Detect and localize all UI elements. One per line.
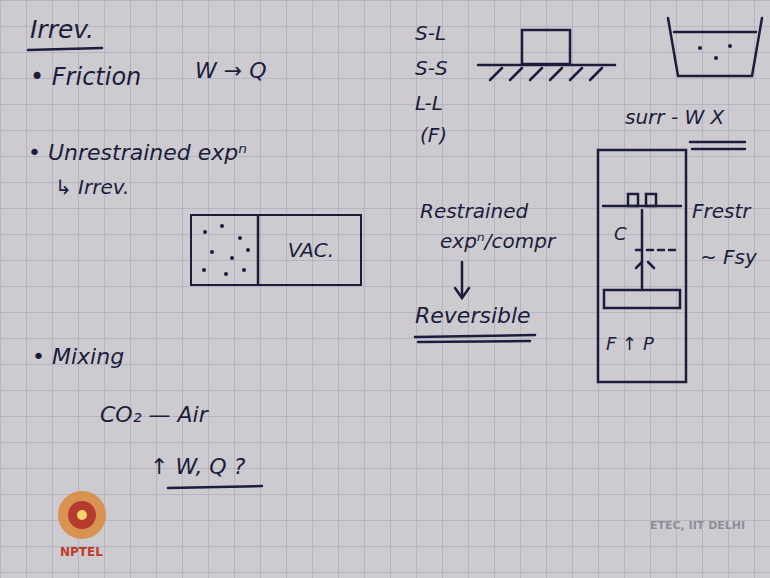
note-text: • Unrestrained expⁿ: [28, 140, 247, 165]
note-text: ↳ Irrev.: [55, 176, 129, 199]
page-title: Irrev.: [30, 16, 94, 45]
note-text: • Mixing: [32, 344, 124, 369]
note-text: S-L: [415, 22, 446, 45]
note-text: NPTEL: [60, 546, 103, 560]
nptel-logo: [58, 491, 106, 539]
note-text: CO₂ — Air: [100, 402, 208, 427]
note-text: ETEC, IIT DELHI: [650, 520, 745, 533]
sketches: [28, 18, 762, 488]
note-text: (F): [420, 124, 447, 147]
note-text: ~ Fsy: [700, 246, 757, 269]
vessel-box: VAC.: [190, 214, 362, 286]
note-text: W → Q: [195, 58, 267, 83]
note-text: F ↑ P: [606, 334, 654, 355]
note-text: expⁿ/compr: [440, 230, 555, 253]
note-text: S-S: [415, 57, 448, 80]
note-text: Reversible: [415, 303, 531, 328]
note-text: L-L: [415, 92, 443, 115]
note-text: Restrained: [420, 200, 528, 223]
particles: [202, 44, 732, 276]
note-text: C: [614, 224, 627, 245]
note-text: surr - W X: [625, 106, 724, 129]
note-text: • Friction: [30, 64, 141, 92]
note-text: ↑ W, Q ?: [150, 454, 245, 479]
note-text: Frestr: [692, 200, 751, 223]
node-text: VAC.: [288, 238, 334, 262]
